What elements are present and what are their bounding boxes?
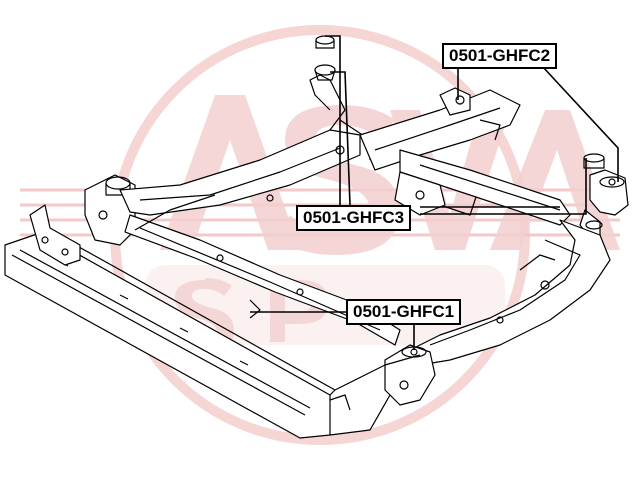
callout-0501-ghfc3: 0501-GHFC3 [296,205,412,231]
center-plate [394,171,446,216]
left-side-rail [119,74,371,216]
callout-0501-ghfc2: 0501-GHFC2 [442,43,558,69]
leader-lines [250,35,619,350]
leader-c3-b [330,71,351,206]
leader-c3-c [420,158,587,215]
leader-c2-a [541,65,619,182]
left-mount [84,174,136,246]
left-front-bracket [29,204,81,266]
leader-c3-a [325,35,341,205]
callout-0501-ghfc1: 0501-GHFC1 [346,299,462,325]
front-links [134,194,421,411]
top-bushing-left [314,35,336,81]
front-right-mount [384,344,436,406]
